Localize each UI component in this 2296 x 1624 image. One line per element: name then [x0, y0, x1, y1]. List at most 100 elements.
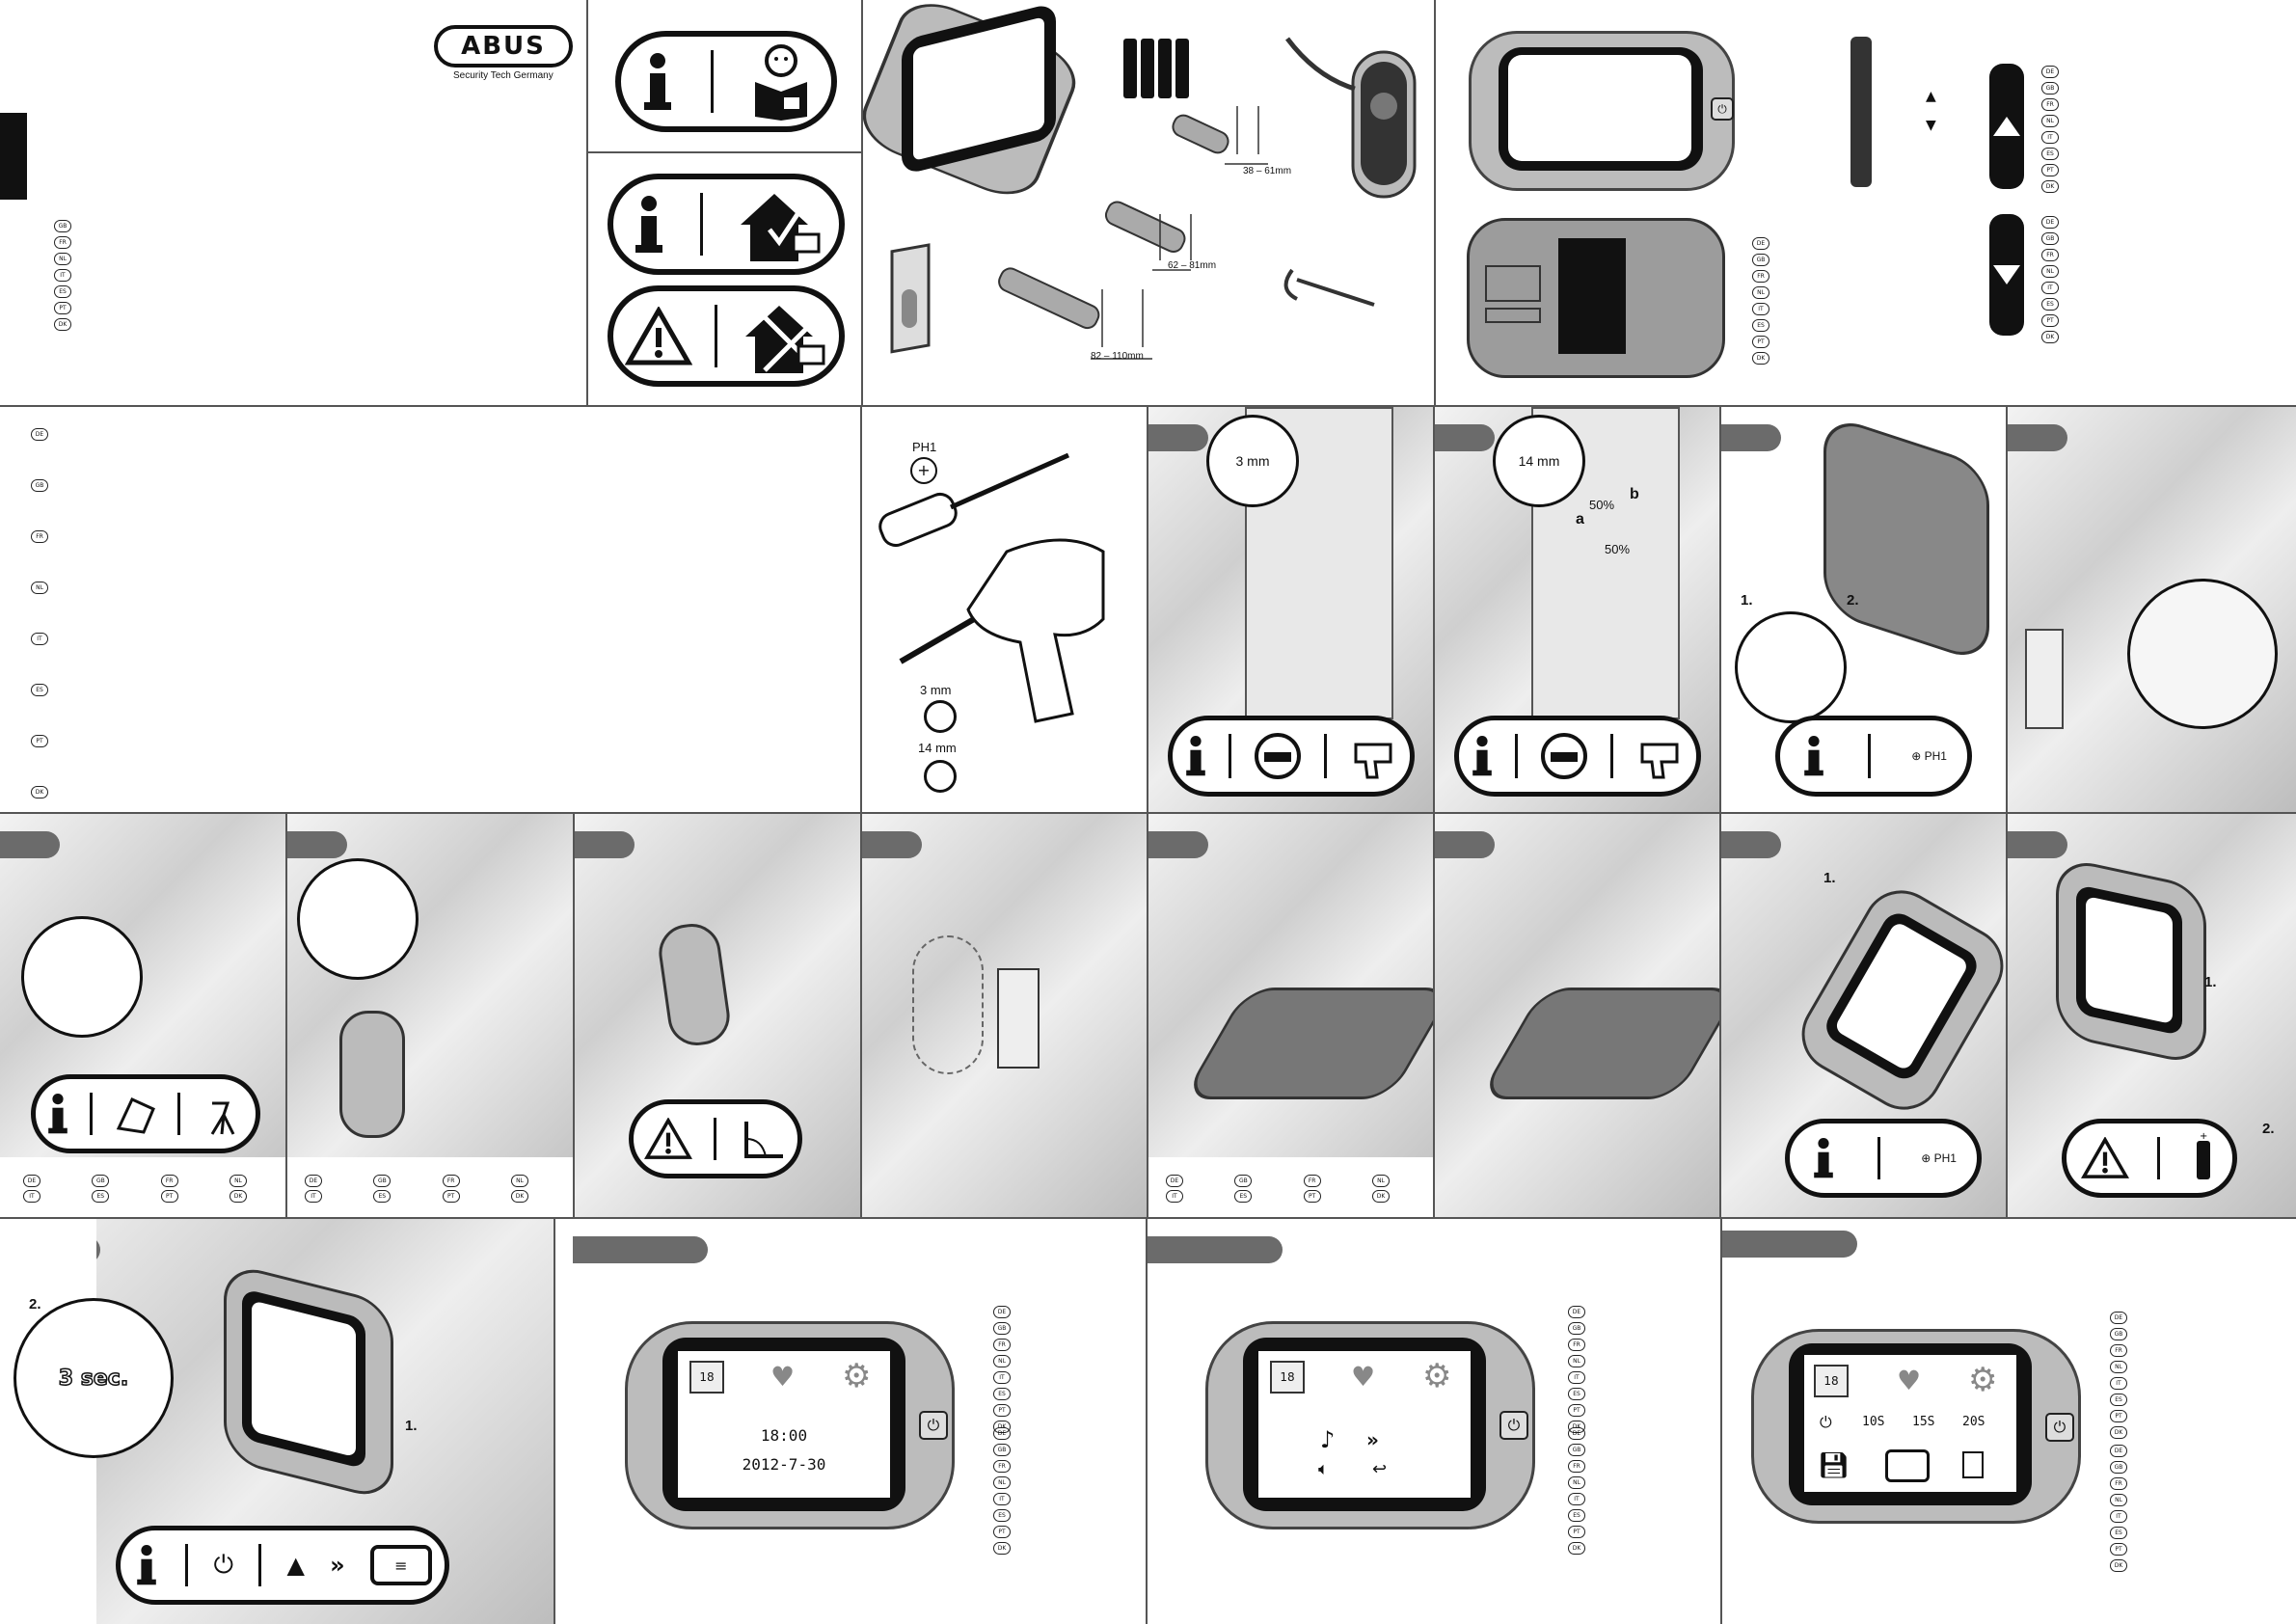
logo-text: ABUS: [461, 32, 546, 61]
zoom-circle: [297, 858, 419, 980]
hold-duration: 3 sec.: [58, 1366, 129, 1392]
battery-compartment: [1558, 238, 1626, 354]
menu-screen-icon: ≡: [369, 1545, 432, 1585]
no-outdoor-icon: [745, 305, 825, 373]
language-badge: NL: [229, 1175, 247, 1187]
language-badge: DK: [2110, 1426, 2127, 1439]
dimension-large: 82 – 110mm: [1091, 351, 1144, 362]
power-button[interactable]: ⏻: [1711, 97, 1734, 121]
language-badge: DK: [54, 318, 71, 331]
lcd-display: 18 ♥ ⚙ 18:00 2012-7-30: [678, 1351, 890, 1498]
mount-plate: [997, 968, 1040, 1069]
language-badge: GB: [2110, 1461, 2127, 1474]
dimension-medium: 62 – 81mm: [1168, 260, 1217, 271]
info-icon: [1814, 1138, 1833, 1178]
monitor-back-angled: [1823, 413, 1989, 665]
monitor-back-flat: [1477, 988, 1719, 1099]
step-tab: [862, 831, 922, 858]
language-badge: DE: [1568, 1306, 1585, 1318]
language-badge: ES: [2041, 298, 2059, 311]
wrench-illustration: [1283, 268, 1375, 307]
language-badge: DE: [993, 1306, 1011, 1318]
protective-gear-icon: [1255, 733, 1301, 779]
step-1-label: 1.: [405, 1418, 418, 1434]
language-badge: PT: [993, 1404, 1011, 1417]
language-badge: FR: [2110, 1344, 2127, 1357]
screwdriver-icon: [878, 452, 1070, 548]
up-button-panel: [1989, 64, 2024, 189]
step-tab: [2008, 831, 2067, 858]
info-icon: [1186, 736, 1205, 776]
svg-text:+: +: [2200, 1131, 2207, 1142]
language-badge: ES: [2110, 1527, 2127, 1539]
safety-pill-small: [1168, 716, 1415, 797]
info-icon: [1472, 736, 1492, 776]
timer-option-1: 10S: [1862, 1415, 1885, 1429]
language-badge: ES: [1568, 1509, 1585, 1522]
batteries-illustration: [1123, 39, 1189, 98]
step-tab: [1435, 831, 1495, 858]
heart-icon: ♥: [1351, 1361, 1376, 1393]
language-badge: GB: [2041, 232, 2059, 245]
display-icon: [1885, 1449, 1930, 1482]
language-badge: IT: [54, 269, 71, 282]
sd-card-icon: [1962, 1451, 1984, 1478]
language-badge: GB: [993, 1444, 1011, 1456]
wipe-hand-icon: [116, 1097, 155, 1134]
monitor-angled: [224, 1261, 393, 1502]
drill-bit-small-icon: [924, 700, 957, 733]
language-badge: IT: [2041, 131, 2059, 144]
speaker-icon: 🔈︎: [1318, 1459, 1329, 1479]
language-badge: NL: [1371, 1175, 1390, 1187]
logo-tagline: Security Tech Germany: [453, 70, 554, 81]
step-cable-insert: [1435, 814, 1719, 1217]
language-badge: IT: [2110, 1377, 2127, 1390]
language-badge: ES: [373, 1190, 392, 1203]
percent-label-1: 50%: [1589, 498, 1615, 512]
step-tab: [1148, 831, 1208, 858]
dimension-small: 38 – 61mm: [1243, 166, 1292, 176]
side-arrow-up: ▲: [1926, 89, 1936, 104]
step-open-battery: 1. 2. ⊕ PH1: [1721, 407, 2006, 812]
language-badge: DK: [2110, 1559, 2127, 1572]
zoom-circle: [2127, 579, 2278, 729]
door-hole-outline: [912, 935, 984, 1074]
language-badge: ES: [993, 1388, 1011, 1400]
language-badge: DK: [993, 1421, 1011, 1433]
step-tab: [1148, 1236, 1283, 1263]
language-badge: NL: [1752, 286, 1769, 299]
step-a-label: a: [1576, 511, 1584, 528]
side-arrow-down: ▼: [1926, 118, 1936, 133]
monitor-back: [1467, 218, 1725, 378]
language-badge: DK: [1752, 352, 1769, 365]
language-badge: GB: [1568, 1444, 1585, 1456]
language-badge: NL: [1568, 1476, 1585, 1489]
step-tab: [575, 831, 635, 858]
step-1-label: 1.: [1823, 870, 1836, 886]
power-button[interactable]: ⏻: [2045, 1413, 2074, 1442]
up-arrow-icon: ▲: [286, 1552, 305, 1579]
calendar-icon: 18: [689, 1361, 724, 1394]
power-button[interactable]: ⏻: [1499, 1411, 1528, 1440]
language-badge: PT: [2110, 1543, 2127, 1556]
screwdriver-ph1: ⊕ PH1: [1921, 1151, 1957, 1165]
time-display: 18:00: [760, 1426, 808, 1445]
step-power-on: 3 sec. 2. 1. ⏻ ▲ » ≡: [0, 1219, 554, 1624]
timer-option-3: 20S: [1962, 1415, 1985, 1429]
language-badge: ES: [993, 1509, 1011, 1522]
zoom-circle: 3 mm: [1206, 415, 1299, 507]
door-camera: [339, 1011, 405, 1138]
power-button[interactable]: ⏻: [919, 1411, 948, 1440]
language-badge: ES: [2041, 148, 2059, 160]
calendar-icon: 18: [1814, 1365, 1849, 1397]
calendar-icon: 18: [1270, 1361, 1305, 1394]
language-badge: DE: [23, 1175, 41, 1187]
save-icon: 💾︎: [1818, 1451, 1850, 1480]
